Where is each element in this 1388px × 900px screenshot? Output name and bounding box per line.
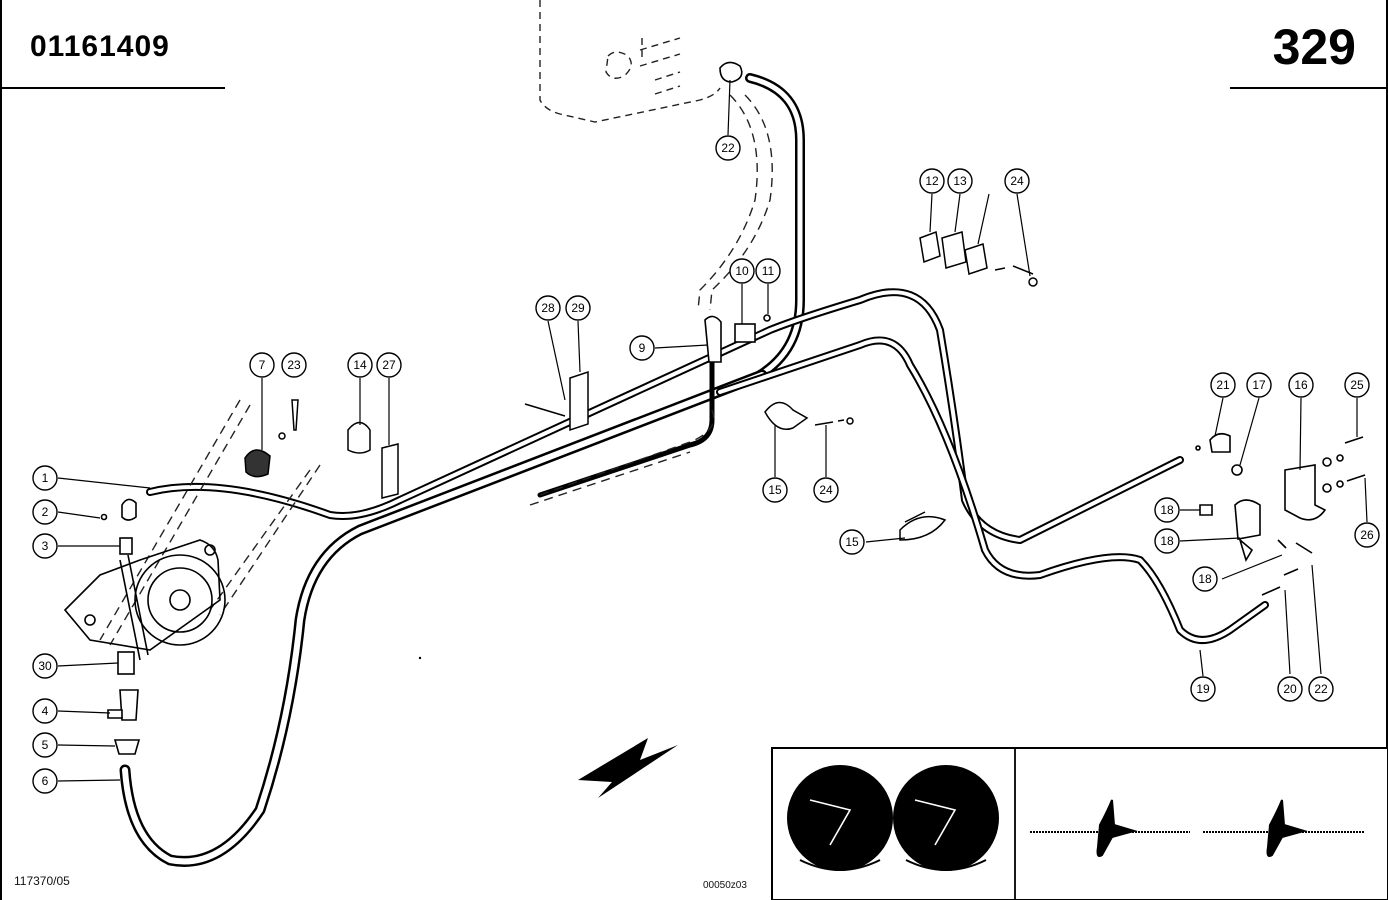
callout-label: 2 [42, 505, 49, 519]
callout-label: 3 [42, 539, 49, 553]
callout-label: 24 [1010, 174, 1024, 188]
callout-circle [629, 335, 655, 361]
callout-label: 24 [819, 483, 833, 497]
callout-label: 4 [42, 704, 49, 718]
callout-label: 15 [845, 535, 859, 549]
inset-clip-profile [1030, 799, 1365, 857]
left-fittings [100, 498, 141, 755]
callout-circle [947, 168, 973, 194]
clips [244, 370, 854, 499]
callout-circle [249, 352, 275, 378]
bracket-group [1195, 432, 1366, 596]
callout-circle [32, 499, 58, 525]
callout-circle [1154, 528, 1180, 554]
callout-label: 29 [571, 301, 585, 315]
dashed-hoses [99, 94, 773, 646]
callout-circle [813, 477, 839, 503]
callout-label: 13 [953, 174, 967, 188]
callout-circle [755, 258, 781, 284]
pump-assembly [63, 539, 226, 661]
callout-circle [535, 295, 561, 321]
callout-label: 18 [1198, 572, 1212, 586]
callout-label: 12 [925, 174, 939, 188]
callout-label: 14 [353, 358, 367, 372]
callout-label: 16 [1294, 378, 1308, 392]
callout-circle [1288, 372, 1314, 398]
callout-circle [565, 295, 591, 321]
callout-label: 17 [1252, 378, 1266, 392]
callout-label: 22 [1314, 682, 1328, 696]
callout-label: 23 [287, 358, 301, 372]
callout-circle [32, 465, 58, 491]
callout-label: 25 [1350, 378, 1364, 392]
callout-circle [1344, 372, 1370, 398]
callout-circle [1210, 372, 1236, 398]
top-fittings [704, 61, 771, 363]
callout-label: 18 [1160, 534, 1174, 548]
callout-label: 5 [42, 738, 49, 752]
callout-label: 20 [1283, 682, 1297, 696]
callout-circle [919, 168, 945, 194]
inset-hose-section-left [787, 765, 999, 871]
callout-label: 7 [259, 358, 266, 372]
document-number: 01161409 [30, 30, 170, 63]
tank-outline [539, 0, 721, 123]
callout-label: 15 [768, 483, 782, 497]
callout-label: 22 [721, 141, 735, 155]
callout-circle [376, 352, 402, 378]
callout-circle [32, 653, 58, 679]
callout-label: 11 [762, 264, 775, 278]
drawing-reference: 117370/05 [14, 874, 70, 888]
callout-circle [1277, 676, 1303, 702]
hose-20 [716, 336, 1269, 644]
callout-label: 9 [639, 341, 646, 355]
detail-inset [771, 747, 1388, 900]
callout-label: 21 [1216, 378, 1230, 392]
callout-circle [1190, 676, 1216, 702]
callout-label: 10 [735, 264, 749, 278]
callout-circle [32, 732, 58, 758]
clamp-parts [919, 230, 1038, 287]
callout-circle [1192, 566, 1218, 592]
callout-circle [762, 477, 788, 503]
callout-circle [1154, 497, 1180, 523]
leader-lines [57, 79, 1368, 782]
callout-label: 30 [38, 659, 52, 673]
image-code: 00050z03 [703, 880, 747, 891]
callout-circle [281, 352, 307, 378]
callout-label: 18 [1160, 503, 1174, 517]
direction-arrow [578, 738, 678, 798]
callout-label: 19 [1196, 682, 1210, 696]
callout-circle [32, 698, 58, 724]
callout-circle [1354, 522, 1380, 548]
callout-circle [32, 533, 58, 559]
callout-circle [1246, 372, 1272, 398]
callout-circle [1308, 676, 1334, 702]
callout-circle [729, 258, 755, 284]
cable-tie [899, 511, 947, 541]
callout-circle [839, 529, 865, 555]
callout-circle [715, 135, 741, 161]
hoses [119, 73, 1269, 867]
callout-label: 6 [42, 774, 49, 788]
callout-label: 28 [541, 301, 555, 315]
callout-label: 26 [1360, 528, 1374, 542]
callout-label: 1 [42, 471, 49, 485]
callout-label: 27 [382, 358, 396, 372]
page-number: 329 [1272, 19, 1356, 75]
callout-circle [32, 768, 58, 794]
callout-circle [347, 352, 373, 378]
callout-circle [1004, 168, 1030, 194]
